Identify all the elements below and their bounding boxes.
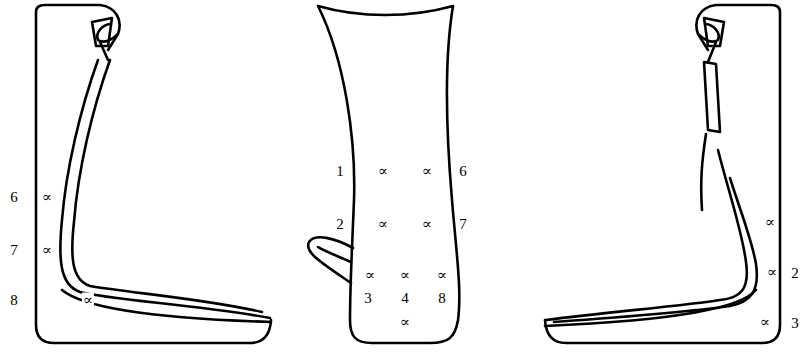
callout-number: 3 xyxy=(363,291,373,306)
medial-view xyxy=(545,5,780,343)
sensor-mark: ∝ xyxy=(377,164,389,179)
sensor-mark: ∝ xyxy=(764,215,776,230)
callout-number: 7 xyxy=(458,217,468,232)
sensor-mark: ∝ xyxy=(41,190,53,205)
sensor-mark: ∝ xyxy=(41,243,53,258)
callout-number: 7 xyxy=(9,243,19,258)
callout-number: 2 xyxy=(335,217,345,232)
posterior-view xyxy=(308,6,459,343)
sensor-mark: ∝ xyxy=(759,315,771,330)
callout-number: 8 xyxy=(437,291,447,306)
sensor-mark: ∝ xyxy=(364,268,376,283)
sensor-mark: ∝ xyxy=(766,265,778,280)
lateral-view xyxy=(36,5,271,343)
sensor-mark: ∝ xyxy=(377,217,389,232)
sensor-mark: ∝ xyxy=(436,268,448,283)
sensor-mark: ∝ xyxy=(399,268,411,283)
callout-number: 6 xyxy=(458,164,468,179)
callout-number: 1 xyxy=(335,164,345,179)
callout-number: 8 xyxy=(9,293,19,308)
callout-number: 3 xyxy=(790,316,800,331)
callout-number: 4 xyxy=(400,291,410,306)
callout-number: 2 xyxy=(790,266,800,281)
sensor-mark: ∝ xyxy=(82,293,94,308)
sensor-mark: ∝ xyxy=(421,164,433,179)
sensor-mark: ∝ xyxy=(399,315,411,330)
sensor-mark: ∝ xyxy=(421,217,433,232)
callout-number: 6 xyxy=(9,190,19,205)
